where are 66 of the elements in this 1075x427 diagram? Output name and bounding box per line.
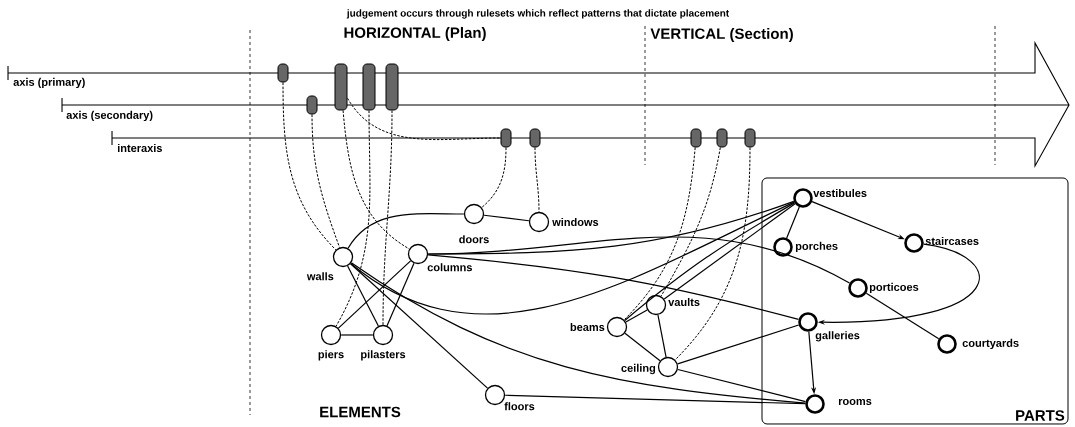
dotted-connector bbox=[534, 147, 540, 213]
node-label: windows bbox=[552, 217, 599, 227]
node-label: walls bbox=[306, 272, 334, 281]
node-label: porticoes bbox=[869, 282, 919, 294]
dotted-connector bbox=[382, 110, 393, 326]
node-label: galleries bbox=[815, 331, 860, 342]
marker-pill bbox=[716, 128, 728, 148]
section-label: VERTICAL (Section) bbox=[650, 28, 793, 42]
dotted-connector bbox=[347, 97, 501, 141]
marker-pill bbox=[744, 128, 756, 148]
connector-line bbox=[504, 394, 806, 405]
connector-line bbox=[340, 334, 374, 336]
connector-line bbox=[786, 206, 800, 239]
node-label: doors bbox=[459, 235, 489, 244]
connector-line bbox=[657, 314, 667, 358]
dotted-connector bbox=[342, 110, 410, 250]
dotted-connector bbox=[481, 147, 507, 208]
connector-line bbox=[865, 292, 940, 340]
marker-pill bbox=[306, 95, 318, 115]
caption-text: judgement occurs through rulesets which reflect patterns that dictate placement bbox=[346, 9, 730, 19]
connector-line bbox=[349, 263, 489, 389]
connector-line bbox=[483, 214, 530, 222]
node-label: courtyards bbox=[962, 338, 1019, 350]
node-label: floors bbox=[504, 402, 535, 411]
section-label: axis (secondary) bbox=[66, 110, 153, 122]
connector-line bbox=[624, 202, 796, 322]
marker-pill bbox=[529, 128, 541, 148]
connector-line bbox=[347, 213, 465, 249]
connector-line bbox=[625, 309, 648, 323]
marker-pill bbox=[500, 128, 512, 148]
section-label: interaxis bbox=[118, 143, 162, 153]
connector-line bbox=[386, 262, 415, 327]
node-label: staircases bbox=[925, 236, 979, 246]
connector-line bbox=[427, 236, 851, 284]
node-label: porches bbox=[795, 241, 838, 253]
connector-line bbox=[624, 332, 661, 362]
node-label: vestibules bbox=[813, 188, 867, 198]
connector-line bbox=[337, 260, 412, 329]
marker-pill bbox=[277, 63, 289, 83]
node-label: beams bbox=[570, 322, 605, 332]
marker-pill bbox=[690, 128, 702, 148]
dotted-connector bbox=[282, 82, 337, 251]
section-label: HORIZONTAL (Plan) bbox=[344, 27, 486, 41]
node-label: vaults bbox=[668, 297, 700, 307]
node-label: columns bbox=[427, 263, 472, 272]
marker-pill bbox=[334, 63, 348, 111]
dotted-connector bbox=[623, 147, 696, 321]
connector-line bbox=[350, 262, 806, 404]
connector-line bbox=[347, 265, 379, 327]
dotted-connector bbox=[660, 147, 721, 297]
dotted-connector bbox=[674, 147, 751, 361]
connector-line bbox=[350, 201, 795, 315]
connector-line bbox=[427, 254, 800, 321]
connector-line bbox=[677, 324, 800, 365]
node-label: piers bbox=[318, 350, 344, 361]
node-label: rooms bbox=[838, 398, 872, 405]
node-label: pilasters bbox=[361, 350, 406, 361]
connector-line bbox=[677, 368, 807, 403]
connector-line bbox=[663, 203, 796, 300]
marker-pill bbox=[385, 63, 399, 111]
section-label: axis (primary) bbox=[13, 77, 85, 89]
node-label: ceiling bbox=[621, 363, 656, 375]
marker-pill bbox=[362, 63, 376, 111]
dotted-connector bbox=[311, 114, 341, 248]
section-label: ELEMENTS bbox=[320, 406, 401, 418]
dotted-connector bbox=[335, 110, 371, 327]
